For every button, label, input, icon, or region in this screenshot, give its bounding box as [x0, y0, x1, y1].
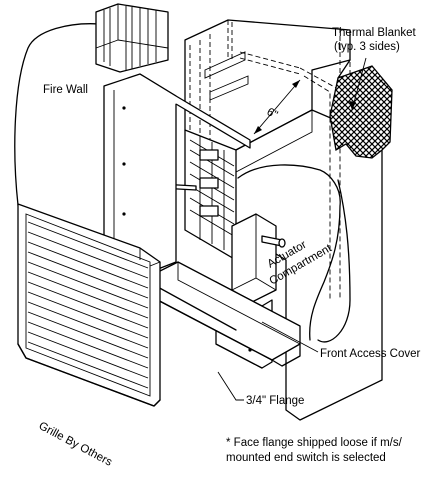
damper-blades — [189, 136, 235, 250]
wall-panel — [103, 73, 251, 277]
thermal-blanket-sub-label: (typ. 3 sides) — [334, 41, 400, 53]
grille — [17, 203, 161, 407]
thermal-blanket — [329, 65, 393, 159]
fire-wall-label: Fire Wall — [43, 84, 88, 96]
duct-section — [95, 3, 169, 73]
damper-housing — [184, 19, 383, 421]
thermal-blanket-label: Thermal Blanket — [332, 27, 417, 39]
note-line-2: mounted end switch is selected — [226, 452, 386, 464]
front-access-cover-label: Front Access Cover — [320, 348, 421, 360]
actuator-compartment-outline — [237, 164, 341, 341]
note-line-1: * Face flange shipped loose if m/s/ — [226, 437, 403, 449]
flange-label: 3/4" Flange — [246, 395, 304, 407]
grille-label: Grille By Others — [37, 420, 115, 469]
leader-lines — [217, 57, 367, 401]
dimension-label: 6" — [265, 106, 280, 122]
